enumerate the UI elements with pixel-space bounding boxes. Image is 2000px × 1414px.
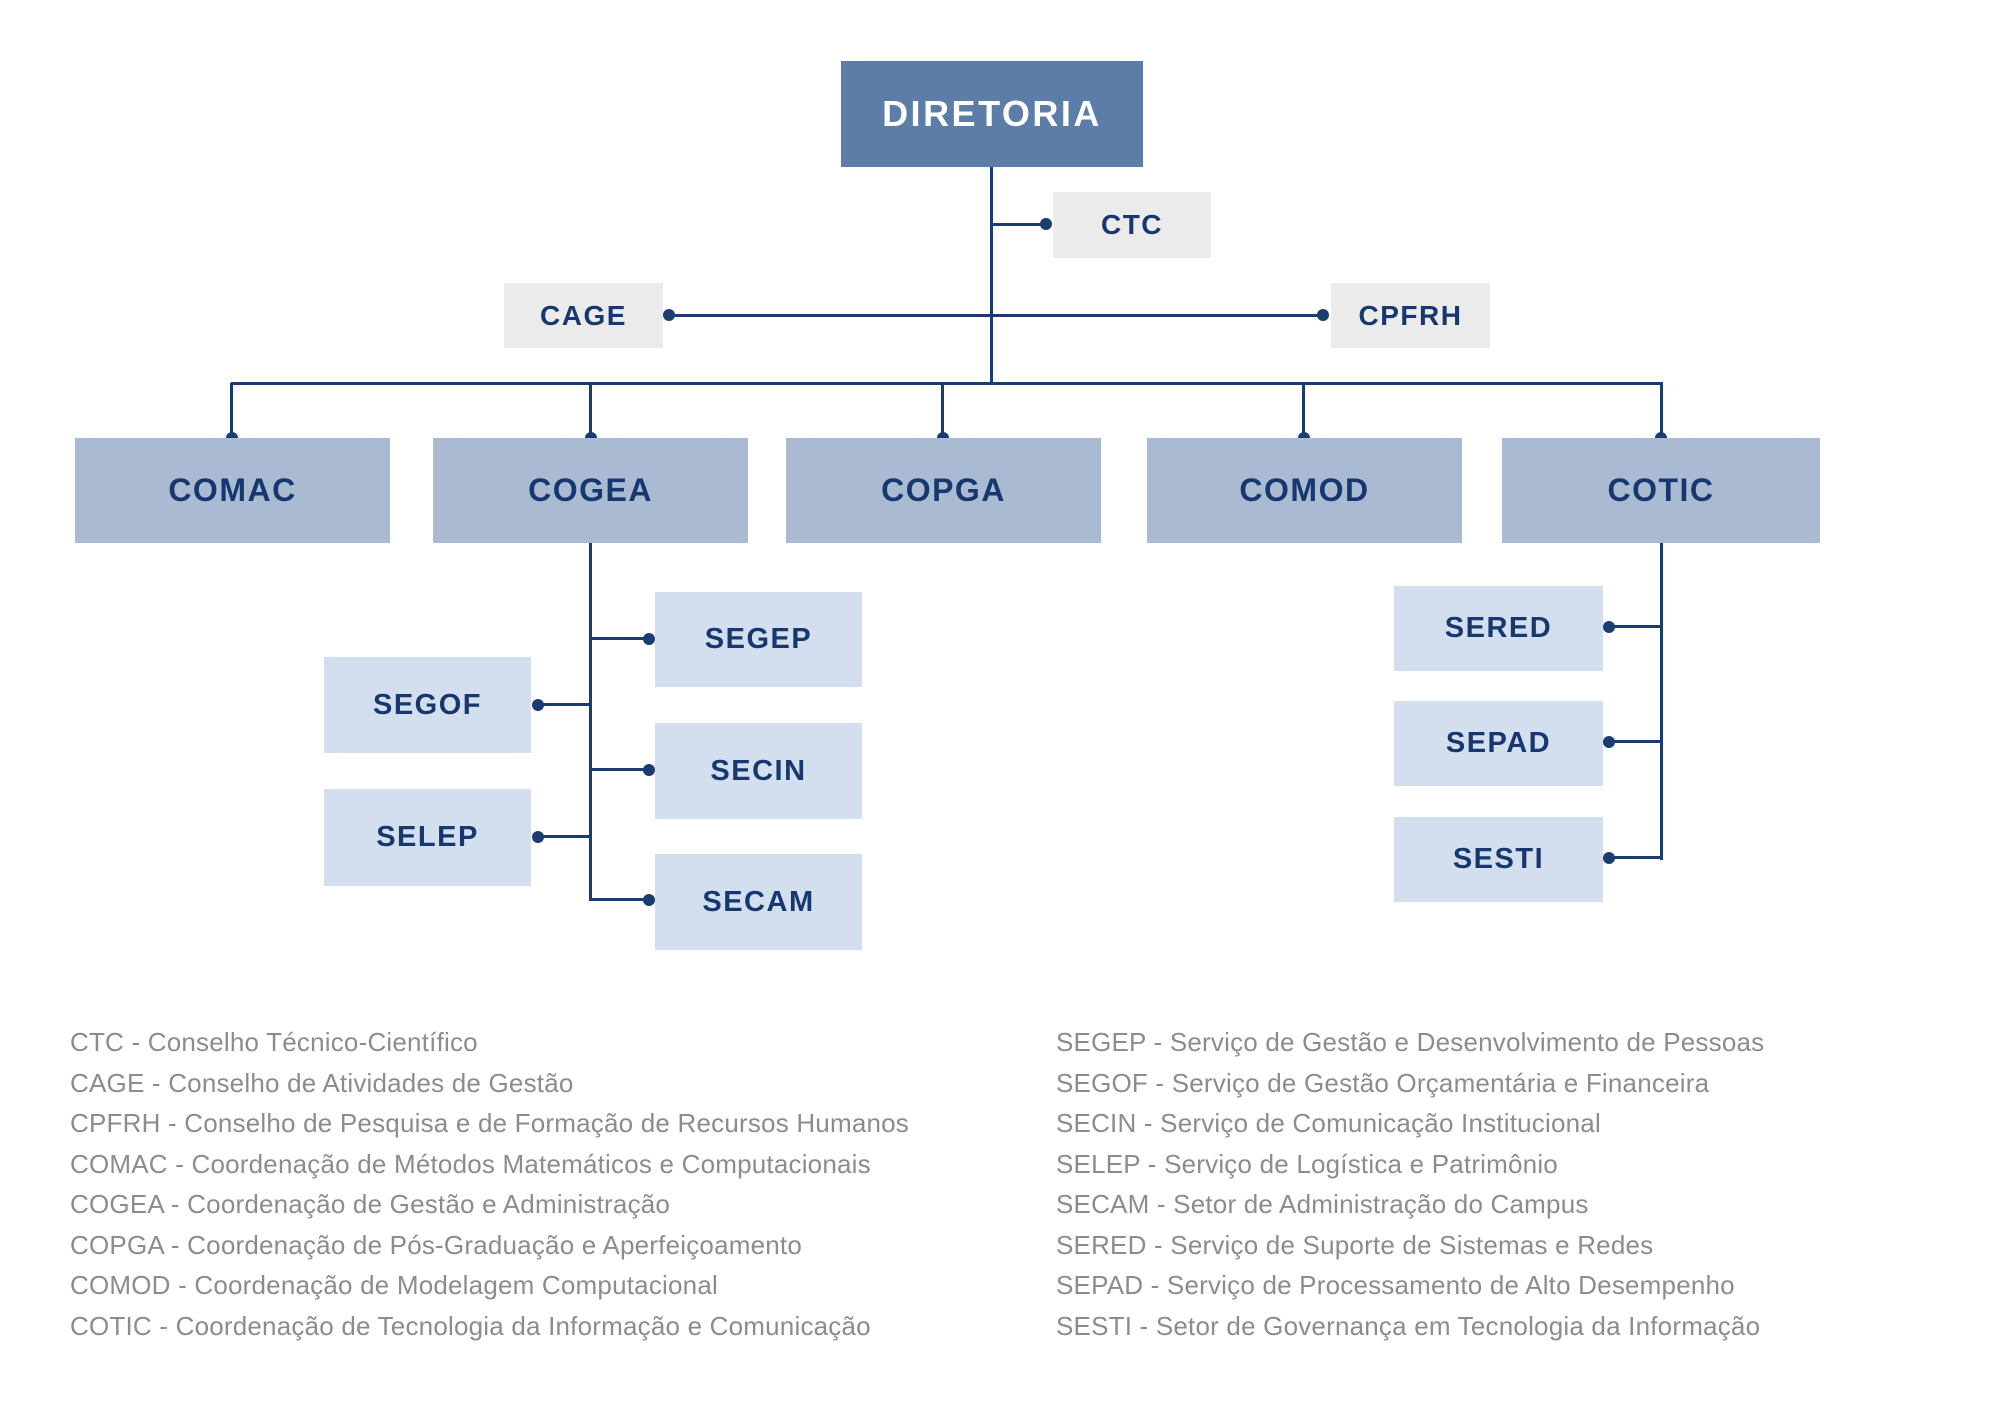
node-comac: COMAC — [75, 438, 390, 543]
node-secam: SECAM — [655, 854, 862, 950]
legend-item-secam: SECAM - Setor de Administração do Campus — [1056, 1189, 1589, 1219]
legend-item-sepad: SEPAD - Serviço de Processamento de Alto… — [1056, 1270, 1735, 1300]
legend-right-column: SEGEP - Serviço de Gestão e Desenvolvime… — [1056, 1022, 1764, 1346]
connector-cpfrh-dot — [1317, 309, 1329, 321]
connector-drop-copga — [941, 383, 944, 438]
connector-secam — [591, 898, 650, 901]
legend-item-sesti: SESTI - Setor de Governança em Tecnologi… — [1056, 1310, 1761, 1341]
connector-diretoria-drop — [990, 167, 993, 383]
legend-item-ctc: CTC - Conselho Técnico-Científico — [70, 1027, 478, 1057]
connector-segep-dot — [643, 633, 655, 645]
connector-drop-cogea — [589, 383, 592, 438]
node-sepad: SEPAD — [1394, 701, 1603, 786]
legend-left-column: CTC - Conselho Técnico-Científico CAGE -… — [70, 1022, 909, 1346]
node-cogea: COGEA — [433, 438, 748, 543]
connector-cotic-spine — [1660, 543, 1663, 860]
node-copga: COPGA — [786, 438, 1101, 543]
connector-sered-dot — [1603, 621, 1615, 633]
legend-item-sered: SERED - Serviço de Suporte de Sistemas e… — [1056, 1229, 1654, 1260]
legend-item-selep: SELEP - Serviço de Logística e Patrimôni… — [1056, 1148, 1558, 1179]
connector-cage-dot — [663, 309, 675, 321]
node-selep: SELEP — [324, 789, 531, 886]
node-sesti: SESTI — [1394, 817, 1603, 902]
legend-item-copga: COPGA - Coordenação de Pós-Graduação e A… — [70, 1229, 802, 1260]
connector-sered — [1608, 625, 1660, 628]
legend-item-cage: CAGE - Conselho de Atividades de Gestão — [70, 1067, 574, 1098]
connector-secin — [591, 768, 650, 771]
node-diretoria: DIRETORIA — [841, 61, 1143, 167]
legend-item-cotic: COTIC - Coordenação de Tecnologia da Inf… — [70, 1310, 871, 1341]
connector-sepad-dot — [1603, 736, 1615, 748]
connector-secin-dot — [643, 764, 655, 776]
node-secin: SECIN — [655, 723, 862, 819]
legend-item-comac: COMAC - Coordenação de Métodos Matemátic… — [70, 1148, 871, 1179]
connector-drop-cotic — [1660, 383, 1663, 438]
legend-item-segep: SEGEP - Serviço de Gestão e Desenvolvime… — [1056, 1027, 1765, 1057]
legend-item-cpfrh: CPFRH - Conselho de Pesquisa e de Formaç… — [70, 1108, 910, 1138]
connector-segep — [591, 637, 650, 640]
node-cage: CAGE — [504, 283, 663, 348]
connector-sepad — [1608, 740, 1660, 743]
connector-branch — [231, 382, 1663, 385]
legend-item-secin: SECIN - Serviço de Comunicação Instituci… — [1056, 1108, 1601, 1138]
connector-ctc-dot — [1040, 218, 1052, 230]
connector-segof — [537, 703, 591, 706]
connector-drop-comod — [1302, 383, 1305, 438]
connector-sesti-dot — [1603, 852, 1615, 864]
connector-cage-cpfrh — [668, 314, 1324, 317]
node-segof: SEGOF — [324, 657, 531, 753]
connector-selep — [537, 835, 591, 838]
connector-sesti — [1608, 856, 1660, 859]
legend-item-cogea: COGEA - Coordenação de Gestão e Administ… — [70, 1189, 671, 1219]
connector-ctc — [991, 223, 1046, 226]
node-segep: SEGEP — [655, 592, 862, 687]
legend-item-segof: SEGOF - Serviço de Gestão Orçamentária e… — [1056, 1067, 1710, 1098]
node-cpfrh: CPFRH — [1331, 283, 1490, 348]
connector-drop-comac — [230, 383, 233, 438]
connector-selep-dot — [532, 831, 544, 843]
node-comod: COMOD — [1147, 438, 1462, 543]
node-ctc: CTC — [1053, 192, 1211, 258]
connector-cogea-spine — [589, 543, 592, 901]
node-sered: SERED — [1394, 586, 1603, 671]
node-cotic: COTIC — [1502, 438, 1820, 543]
connector-segof-dot — [532, 699, 544, 711]
legend-item-comod: COMOD - Coordenação de Modelagem Computa… — [70, 1270, 718, 1300]
connector-secam-dot — [643, 894, 655, 906]
